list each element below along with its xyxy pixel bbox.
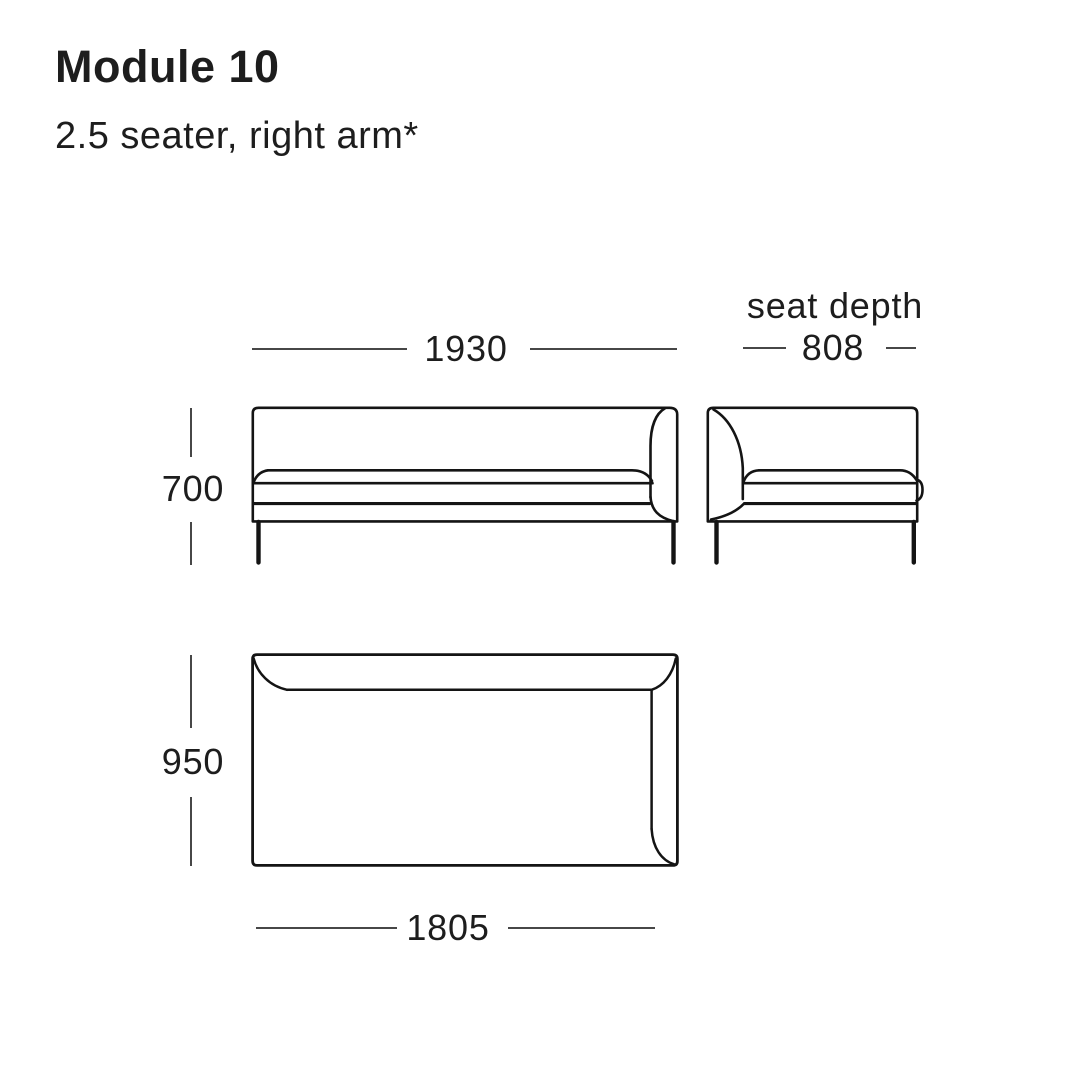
side-view [706,406,924,565]
seat-width-label: 1805 [406,907,490,948]
side-view-cushion-left-end [742,469,761,484]
front-view-arm-inner-curve [649,407,667,499]
side-view-base-diagonal [709,502,746,521]
top-view-back-right-corner-curve [650,657,678,692]
front-view-cushion-back-top [266,469,654,483]
side-view-back-curve [712,408,745,501]
top-view [251,653,679,867]
side-view-cushion-back-top [757,469,918,482]
top-view-outline [251,653,679,867]
depth-label: 950 [161,741,225,782]
front-width-label: 1930 [424,328,508,369]
front-view-cushion-left-end [252,469,270,484]
top-view-back-left-corner-curve [252,656,289,692]
side-view-cushion-front-overhang [915,478,924,502]
seat-depth-value: 808 [801,327,865,368]
dimension-lines [190,347,916,929]
seat-depth-caption: seat depth [746,285,924,326]
page-title: Module 10 [55,41,280,92]
front-view-arm-base-curve [649,495,675,523]
page-subtitle: 2.5 seater, right arm* [55,115,419,157]
height-label: 700 [161,468,225,509]
top-view-arm-bottom-corner-curve [650,827,676,866]
front-view [251,406,679,565]
front-view-outline [251,406,679,523]
side-view-outline [706,406,919,523]
